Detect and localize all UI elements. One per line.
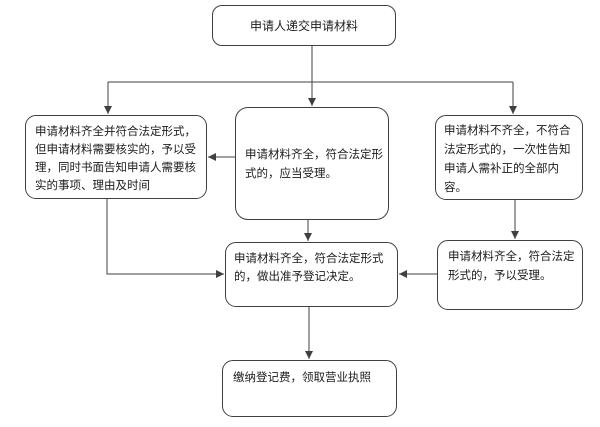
connector-verify-to-decision xyxy=(106,199,224,278)
flow-node-needs-verification: 申请材料齐全并符合法定形式， 但申请材料需要核实的，予以受 理，同时书面告知申请… xyxy=(25,115,207,199)
flow-node-accept-application: 申请材料齐全，符合法定形 式的，应当受理。 xyxy=(235,107,389,220)
flow-node-supplemented-acceptance: 申请材料齐全，符合法定 形式的，予以受理。 xyxy=(437,240,583,310)
flow-node-incomplete-materials: 申请材料不齐全，不符合 法定形式的，一次性告知 申请人需补正的全部内 容。 xyxy=(435,115,583,200)
flow-node-registration-decision: 申请材料齐全，符合法定形式 的，做出准予登记决定。 xyxy=(225,242,398,307)
flow-node-pay-fee-get-license: 缴纳登记费，领取营业执照 xyxy=(222,360,397,417)
flow-node-submit-application: 申请人递交申请材料 xyxy=(212,5,396,46)
